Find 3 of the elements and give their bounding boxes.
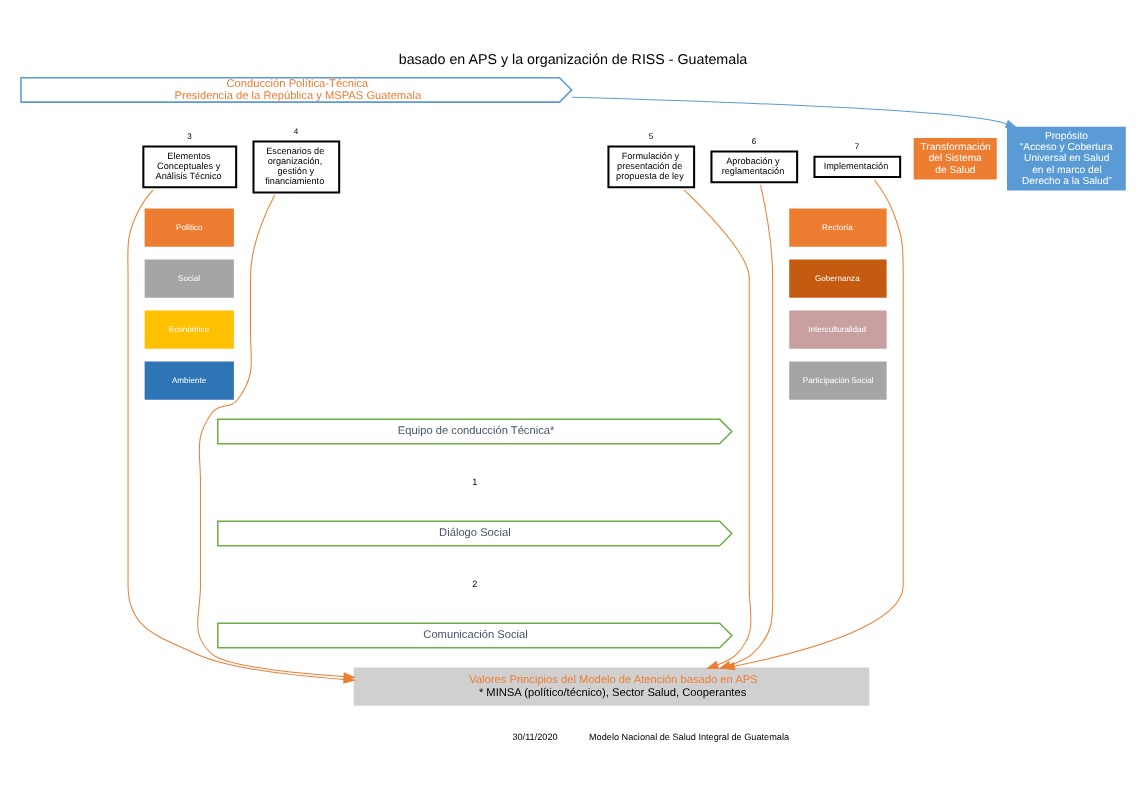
arrow — [571, 95, 1018, 128]
arrow — [197, 193, 356, 680]
arrow — [722, 178, 904, 670]
